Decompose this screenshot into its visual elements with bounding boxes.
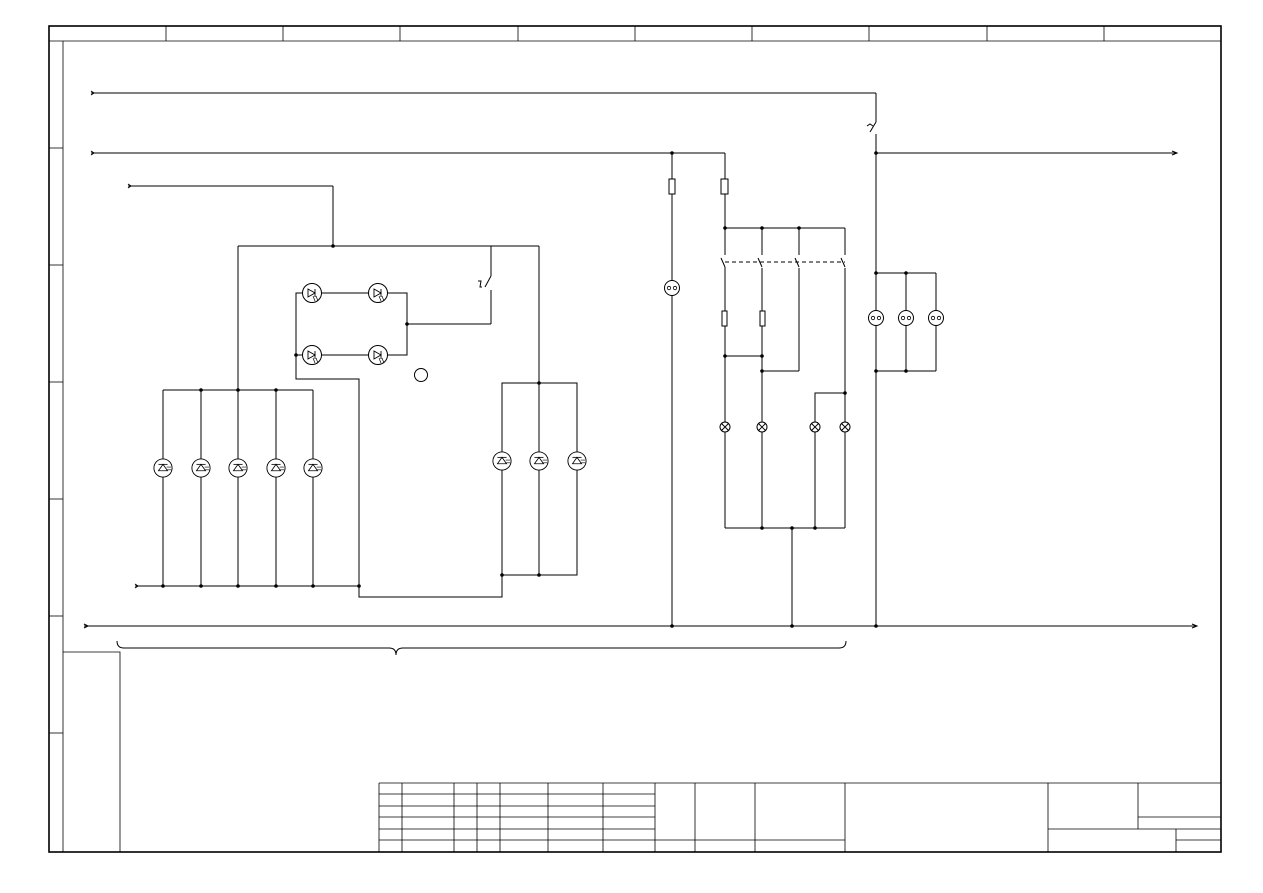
switch-icon [869, 121, 877, 133]
fuse-icon [668, 178, 676, 195]
led-icon [153, 458, 173, 478]
led-icon [567, 451, 587, 471]
socket-icon [928, 310, 944, 326]
socket-branch [664, 151, 680, 628]
grouping-brace [116, 640, 847, 656]
led-icon [368, 283, 388, 303]
lamp-circuit [719, 153, 851, 628]
drawing-frame [48, 25, 1222, 853]
left-led-bank [134, 246, 361, 589]
socket-icon [664, 280, 680, 296]
led-icon [302, 283, 322, 303]
bridge-section [238, 244, 540, 598]
power-rails [83, 90, 1199, 629]
led-icon [368, 345, 388, 365]
title-block [378, 782, 1221, 852]
led-icon [303, 458, 323, 478]
socket-icon [898, 310, 914, 326]
switch-icon [484, 275, 492, 288]
led-icon [529, 451, 549, 471]
lamp-icon [839, 421, 851, 433]
fuse-icon [720, 178, 729, 195]
led-icon [492, 451, 512, 471]
fuse-icon [759, 310, 766, 327]
right-led-bank [492, 381, 587, 577]
lamp-icon [809, 421, 821, 433]
fuse-icon [721, 310, 728, 327]
socket-bank [866, 93, 944, 628]
led-icon [191, 458, 211, 478]
led-icon [266, 458, 286, 478]
socket-icon [868, 310, 884, 326]
indicator-ring-icon [414, 368, 428, 382]
led-icon [228, 458, 248, 478]
lamp-icon [756, 421, 768, 433]
lamp-icon [719, 421, 731, 433]
led-icon [302, 345, 322, 365]
